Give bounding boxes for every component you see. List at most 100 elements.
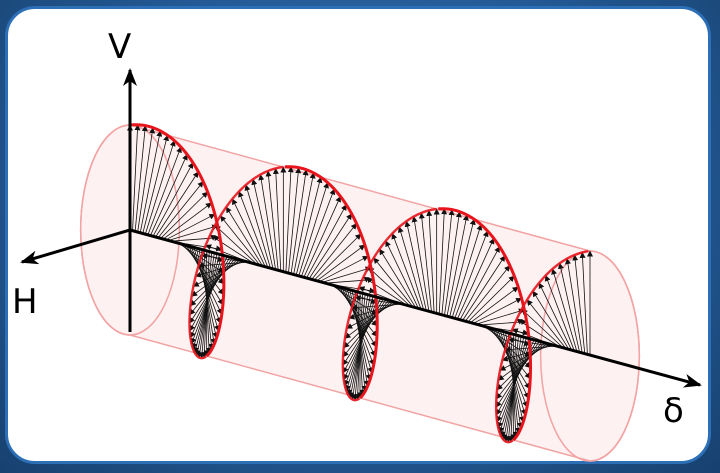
field-vector	[290, 169, 309, 275]
field-vector	[142, 134, 170, 234]
field-vector	[150, 153, 188, 236]
field-vector	[321, 266, 372, 283]
field-vector	[464, 265, 511, 322]
field-vector	[441, 209, 455, 316]
field-vector	[501, 345, 552, 362]
field-vector	[391, 233, 422, 310]
field-vector	[438, 208, 448, 315]
field-vector	[363, 276, 409, 307]
field-vector	[342, 300, 389, 358]
field-vector	[160, 191, 208, 239]
field-vector	[469, 286, 519, 324]
propagation-axis-label: δ	[663, 391, 684, 431]
horizontal-axis-label: H	[12, 282, 38, 322]
field-vector	[348, 303, 399, 320]
field-vector	[459, 246, 500, 321]
field-vector	[295, 176, 323, 276]
field-vector	[404, 220, 427, 312]
field-vector	[313, 233, 362, 281]
horizontal-axis	[20, 228, 131, 265]
field-vector	[443, 211, 462, 317]
field-vector	[285, 166, 294, 273]
field-vector	[397, 226, 425, 311]
field-vector	[305, 204, 347, 279]
field-vector	[449, 218, 476, 318]
field-vector	[343, 297, 379, 387]
field-vector	[456, 237, 495, 320]
field-vector	[272, 167, 282, 272]
field-vector	[298, 182, 329, 277]
field-vector	[238, 191, 269, 268]
field-vector	[564, 258, 583, 354]
field-vector	[157, 181, 204, 238]
field-vector	[258, 174, 277, 270]
field-vector	[538, 282, 573, 352]
field-vector	[474, 308, 525, 325]
field-vector	[385, 240, 420, 310]
field-vector	[311, 223, 357, 280]
field-vector	[165, 213, 216, 241]
field-vector	[496, 340, 535, 423]
field-vector	[189, 258, 236, 316]
field-vector	[265, 170, 279, 271]
field-vector	[225, 206, 264, 267]
field-vector	[516, 318, 563, 349]
field-vector	[189, 257, 233, 324]
field-vector	[288, 167, 302, 274]
field-vector	[467, 275, 515, 323]
field-vector	[303, 195, 341, 278]
field-vector	[497, 339, 532, 429]
vertical-axis-label: V	[108, 27, 131, 67]
field-vector	[137, 127, 156, 233]
field-vector	[572, 254, 586, 355]
field-vector	[579, 251, 588, 356]
field-vector	[426, 209, 435, 314]
field-vector	[190, 255, 225, 345]
field-vector	[411, 216, 430, 312]
field-vector	[495, 341, 540, 408]
field-vector	[521, 308, 565, 350]
field-vector	[168, 224, 219, 241]
field-vector	[244, 184, 271, 269]
field-vector	[418, 212, 432, 313]
field-vector	[342, 299, 386, 366]
field-vector	[209, 234, 256, 265]
field-vector	[472, 297, 522, 325]
field-vector	[532, 290, 570, 351]
helix-back-curve	[188, 165, 589, 444]
field-vector	[162, 202, 212, 240]
field-vector	[293, 172, 316, 275]
field-vector	[557, 262, 581, 354]
field-vector	[189, 256, 228, 339]
field-vector	[318, 255, 369, 283]
field-vector	[155, 171, 199, 238]
field-vector	[451, 224, 483, 319]
propagation-axis	[129, 228, 702, 388]
field-vector	[232, 198, 266, 268]
field-vector	[134, 125, 148, 232]
field-vector	[139, 130, 163, 233]
field-vector	[308, 213, 352, 280]
field-vector	[147, 146, 182, 236]
field-vector	[152, 162, 194, 237]
field-vector	[496, 342, 542, 400]
field-vector	[132, 124, 141, 231]
field-vector	[251, 178, 274, 270]
field-vector	[316, 244, 366, 282]
field-vector	[551, 268, 578, 353]
field-vector	[368, 266, 412, 308]
field-vector	[373, 257, 414, 308]
field-vector	[461, 255, 506, 322]
field-vector	[446, 214, 469, 317]
field-vector	[379, 248, 417, 309]
field-vector	[220, 215, 261, 266]
field-vector	[508, 337, 557, 348]
field-vector	[214, 224, 259, 266]
field-vector	[454, 230, 489, 320]
field-vector	[544, 275, 576, 352]
field-vector	[526, 299, 568, 350]
field-vector	[195, 261, 246, 278]
field-vector	[300, 188, 336, 278]
field-vector	[144, 140, 176, 235]
